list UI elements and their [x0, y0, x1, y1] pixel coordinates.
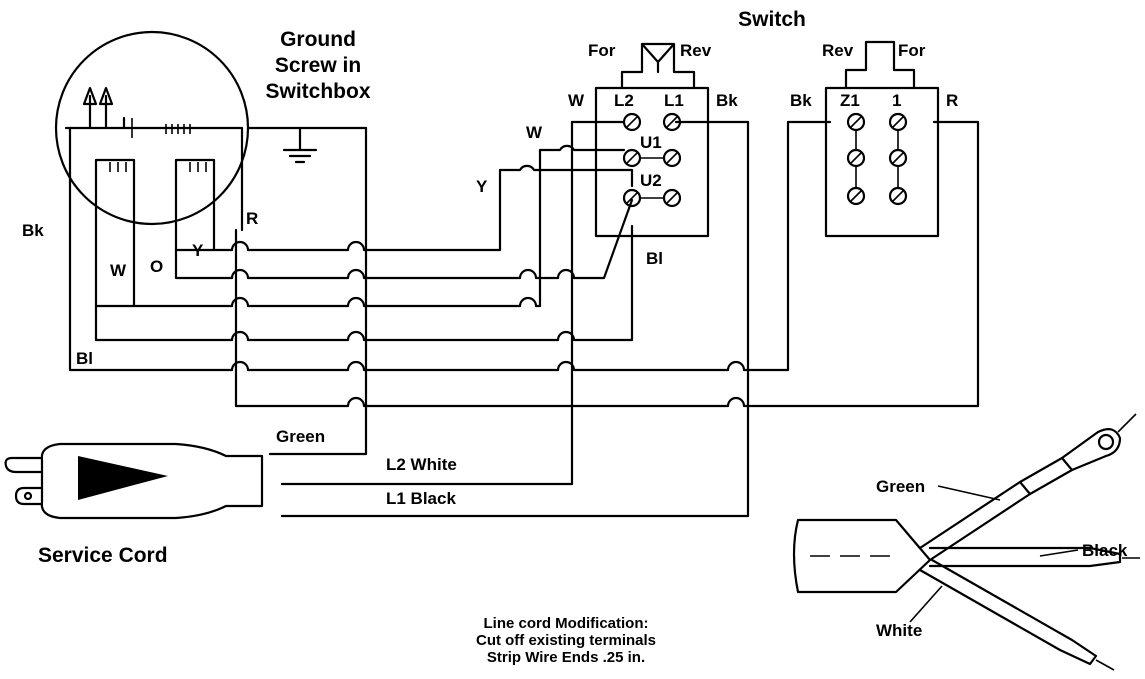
cord-detail	[792, 413, 1140, 671]
label-u2: U2	[640, 171, 662, 190]
label-service-cord: Service Cord	[38, 544, 168, 567]
note-line-3: Strip Wire Ends .25 in.	[487, 649, 645, 666]
plug-prong-top	[4, 456, 44, 474]
plug-icon	[4, 442, 264, 520]
motor-coil-left-ticks	[109, 162, 127, 172]
wire-bk-motor	[234, 120, 980, 408]
label-bl-motor: Bl	[76, 349, 93, 368]
wire-w-motor	[94, 224, 634, 342]
ground-symbol-icon	[246, 126, 368, 164]
ground-bar-ticks	[131, 118, 191, 138]
wire-l1-black	[280, 120, 750, 518]
switch-title: Switch	[738, 8, 806, 31]
wire-bl	[68, 120, 832, 372]
label-bk-switch2: Bk	[790, 91, 812, 110]
switch-secondary	[824, 40, 940, 238]
labels: Switch Ground Screw in Switchbox Bk W O …	[22, 8, 1128, 666]
motor-coil-left	[94, 158, 136, 308]
terminal-links	[850, 116, 904, 202]
terminal-ring-icon	[1097, 433, 1115, 451]
wires	[68, 120, 980, 518]
wire-r-motor	[212, 164, 634, 252]
label-for-2: For	[898, 41, 926, 60]
cord-white-wire	[918, 558, 1098, 666]
arrow-icon	[98, 86, 114, 130]
label-l1-black: L1 Black	[386, 489, 456, 508]
arrow-icon	[82, 86, 98, 130]
plug-body	[40, 442, 264, 520]
motor-coil-right-ticks	[189, 162, 207, 172]
label-r-motor: R	[246, 209, 258, 228]
label-o-motor: O	[150, 257, 163, 276]
ground-bar	[64, 116, 244, 232]
label-bk-motor: Bk	[22, 221, 44, 240]
cord-jacket	[792, 518, 932, 594]
label-u1: U1	[640, 133, 662, 152]
switch2-top	[844, 40, 916, 90]
plug-prong-bottom	[14, 486, 44, 506]
plug-grip-lines	[87, 460, 121, 496]
wire-ground	[268, 126, 368, 456]
wire-l2-white	[280, 120, 574, 486]
cord-black-wire	[928, 546, 1122, 568]
label-green-detail: Green	[876, 477, 925, 496]
switch2-body	[824, 86, 940, 238]
switch1-body	[594, 86, 710, 238]
terminal-l1	[662, 112, 682, 132]
plug-grip	[78, 456, 168, 500]
label-w-motor: W	[110, 261, 127, 280]
switch-forward-reverse	[594, 42, 710, 238]
switch1-top	[620, 42, 696, 90]
label-w-wire: W	[526, 123, 543, 142]
note-line-2: Cut off existing terminals	[476, 632, 656, 649]
label-l1: L1	[664, 91, 684, 110]
terminal-slots	[626, 116, 678, 204]
wire-y-motor	[174, 198, 634, 280]
note-line-1: Line cord Modification:	[484, 615, 649, 632]
leader-green	[937, 485, 1001, 501]
label-r-switch2: R	[946, 91, 958, 110]
label-y-wire: Y	[476, 177, 488, 196]
plug-ground-hole	[23, 491, 33, 501]
label-l2: L2	[614, 91, 634, 110]
label-white-detail: White	[876, 621, 922, 640]
label-bl-wire: Bl	[646, 249, 663, 268]
label-rev-2: Rev	[822, 41, 854, 60]
ground-screw-label-1: Ground	[280, 28, 356, 51]
label-w-switch1: W	[568, 91, 585, 110]
label-rev-1: Rev	[680, 41, 712, 60]
terminal-l2	[622, 112, 642, 132]
cord-green-terminal	[1018, 427, 1122, 496]
label-green-cord: Green	[276, 427, 325, 446]
ground-screw-label-3: Switchbox	[265, 80, 370, 103]
cord-green-end	[1117, 413, 1137, 433]
label-z1: Z1	[840, 91, 860, 110]
label-for-1: For	[588, 41, 616, 60]
wire-o-motor	[132, 144, 626, 308]
label-bk-switch1: Bk	[716, 91, 738, 110]
leader-black	[1039, 549, 1079, 557]
label-1: 1	[892, 91, 901, 110]
leader-white	[909, 585, 943, 623]
ground-screw-label-2: Screw in	[275, 54, 361, 77]
cord-white-end	[1095, 659, 1115, 671]
label-black-detail: Black	[1082, 541, 1128, 560]
label-l2-white: L2 White	[386, 455, 457, 474]
label-y-motor: Y	[192, 241, 204, 260]
